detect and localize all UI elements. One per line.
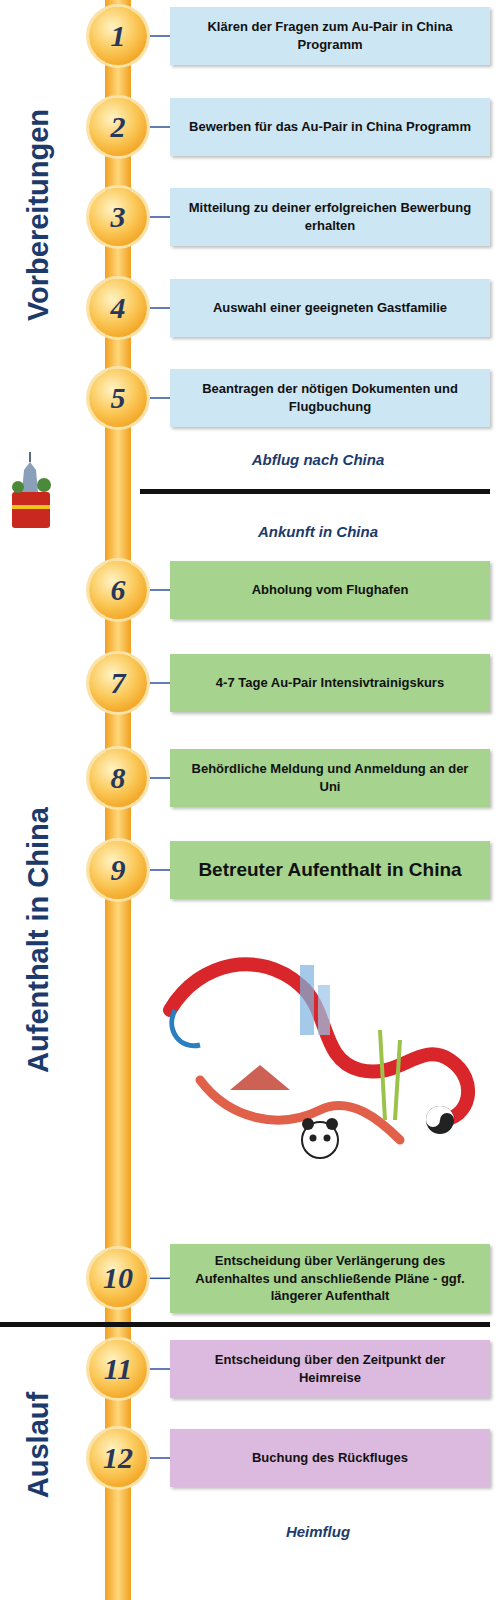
process-box: Beantragen der nötigen Dokumenten und Fl… xyxy=(170,369,490,427)
connector-line xyxy=(147,1278,170,1280)
process-box: Klären der Fragen zum Au-Pair in China P… xyxy=(170,7,490,65)
step-text: Entscheidung über Verlängerung des Aufen… xyxy=(186,1252,474,1305)
step-text: Behördliche Meldung und Anmeldung an der… xyxy=(186,760,474,795)
phase-label: Aufenthalt in China xyxy=(22,807,55,1073)
milestone-label: Ankunft in China xyxy=(258,523,378,540)
process-box: Buchung des Rückfluges xyxy=(170,1429,490,1487)
connector-line xyxy=(147,869,170,871)
connector-line xyxy=(147,307,170,309)
step-number: 5 xyxy=(111,381,126,415)
step-number: 1 xyxy=(111,19,126,53)
connector-line xyxy=(147,35,170,37)
step-number-circle: 12 xyxy=(89,1429,147,1487)
step-text: Buchung des Rückfluges xyxy=(252,1449,408,1467)
step-number: 11 xyxy=(104,1352,132,1386)
step-number: 12 xyxy=(103,1441,133,1475)
process-box: Entscheidung über Verlängerung des Aufen… xyxy=(170,1244,490,1313)
step-number: 4 xyxy=(111,291,126,325)
process-box: Bewerben für das Au-Pair in China Progra… xyxy=(170,98,490,156)
process-box: Mitteilung zu deiner erfolgreichen Bewer… xyxy=(170,188,490,246)
connector-line xyxy=(147,1368,170,1370)
step-number-circle: 2 xyxy=(89,98,147,156)
step-number: 2 xyxy=(111,110,126,144)
connector-line xyxy=(147,777,170,779)
dragon-illustration xyxy=(170,964,468,1158)
phase-label: Auslauf xyxy=(22,1392,55,1498)
step-number-circle: 4 xyxy=(89,279,147,337)
step-text: Klären der Fragen zum Au-Pair in China P… xyxy=(186,18,474,53)
step-text: Bewerben für das Au-Pair in China Progra… xyxy=(189,118,471,136)
step-number: 6 xyxy=(111,573,126,607)
step-number: 9 xyxy=(111,853,126,887)
step-number: 10 xyxy=(103,1261,133,1295)
connector-line xyxy=(147,126,170,128)
connector-line xyxy=(147,1457,170,1459)
step-number-circle: 3 xyxy=(89,188,147,246)
step-text: Mitteilung zu deiner erfolgreichen Bewer… xyxy=(186,199,474,234)
step-number-circle: 1 xyxy=(89,7,147,65)
process-box: Auswahl einer geeigneten Gastfamilie xyxy=(170,279,490,337)
process-box: Entscheidung über den Zeitpunkt der Heim… xyxy=(170,1340,490,1398)
connector-line xyxy=(147,682,170,684)
suitcase-icon xyxy=(12,452,51,528)
step-text: Entscheidung über den Zeitpunkt der Heim… xyxy=(186,1351,474,1386)
connector-line xyxy=(147,589,170,591)
step-number-circle: 6 xyxy=(89,561,147,619)
process-box: Betreuter Aufenthalt in China xyxy=(170,841,490,899)
connector-line xyxy=(147,397,170,399)
milestone-label: Heimflug xyxy=(286,1523,350,1540)
step-number-circle: 7 xyxy=(89,654,147,712)
step-text: Abholung vom Flughafen xyxy=(252,581,409,599)
step-text: Auswahl einer geeigneten Gastfamilie xyxy=(213,299,447,317)
step-text: Betreuter Aufenthalt in China xyxy=(198,857,461,883)
step-number-circle: 8 xyxy=(89,749,147,807)
process-box: Abholung vom Flughafen xyxy=(170,561,490,619)
step-number-circle: 11 xyxy=(89,1340,147,1398)
step-number: 7 xyxy=(111,666,126,700)
step-text: 4-7 Tage Au-Pair Intensivtrainigskurs xyxy=(216,674,444,692)
step-text: Beantragen der nötigen Dokumenten und Fl… xyxy=(186,380,474,415)
phase-label: Vorbereitungen xyxy=(22,109,55,321)
connector-line xyxy=(147,216,170,218)
milestone-label: Abflug nach China xyxy=(252,451,385,468)
separator-line xyxy=(0,1322,490,1327)
step-number: 3 xyxy=(111,200,126,234)
step-number-circle: 10 xyxy=(89,1249,147,1307)
step-number-circle: 9 xyxy=(89,841,147,899)
step-number-circle: 5 xyxy=(89,369,147,427)
separator-line xyxy=(140,489,490,494)
process-box: 4-7 Tage Au-Pair Intensivtrainigskurs xyxy=(170,654,490,712)
step-number: 8 xyxy=(111,761,126,795)
process-box: Behördliche Meldung und Anmeldung an der… xyxy=(170,749,490,807)
